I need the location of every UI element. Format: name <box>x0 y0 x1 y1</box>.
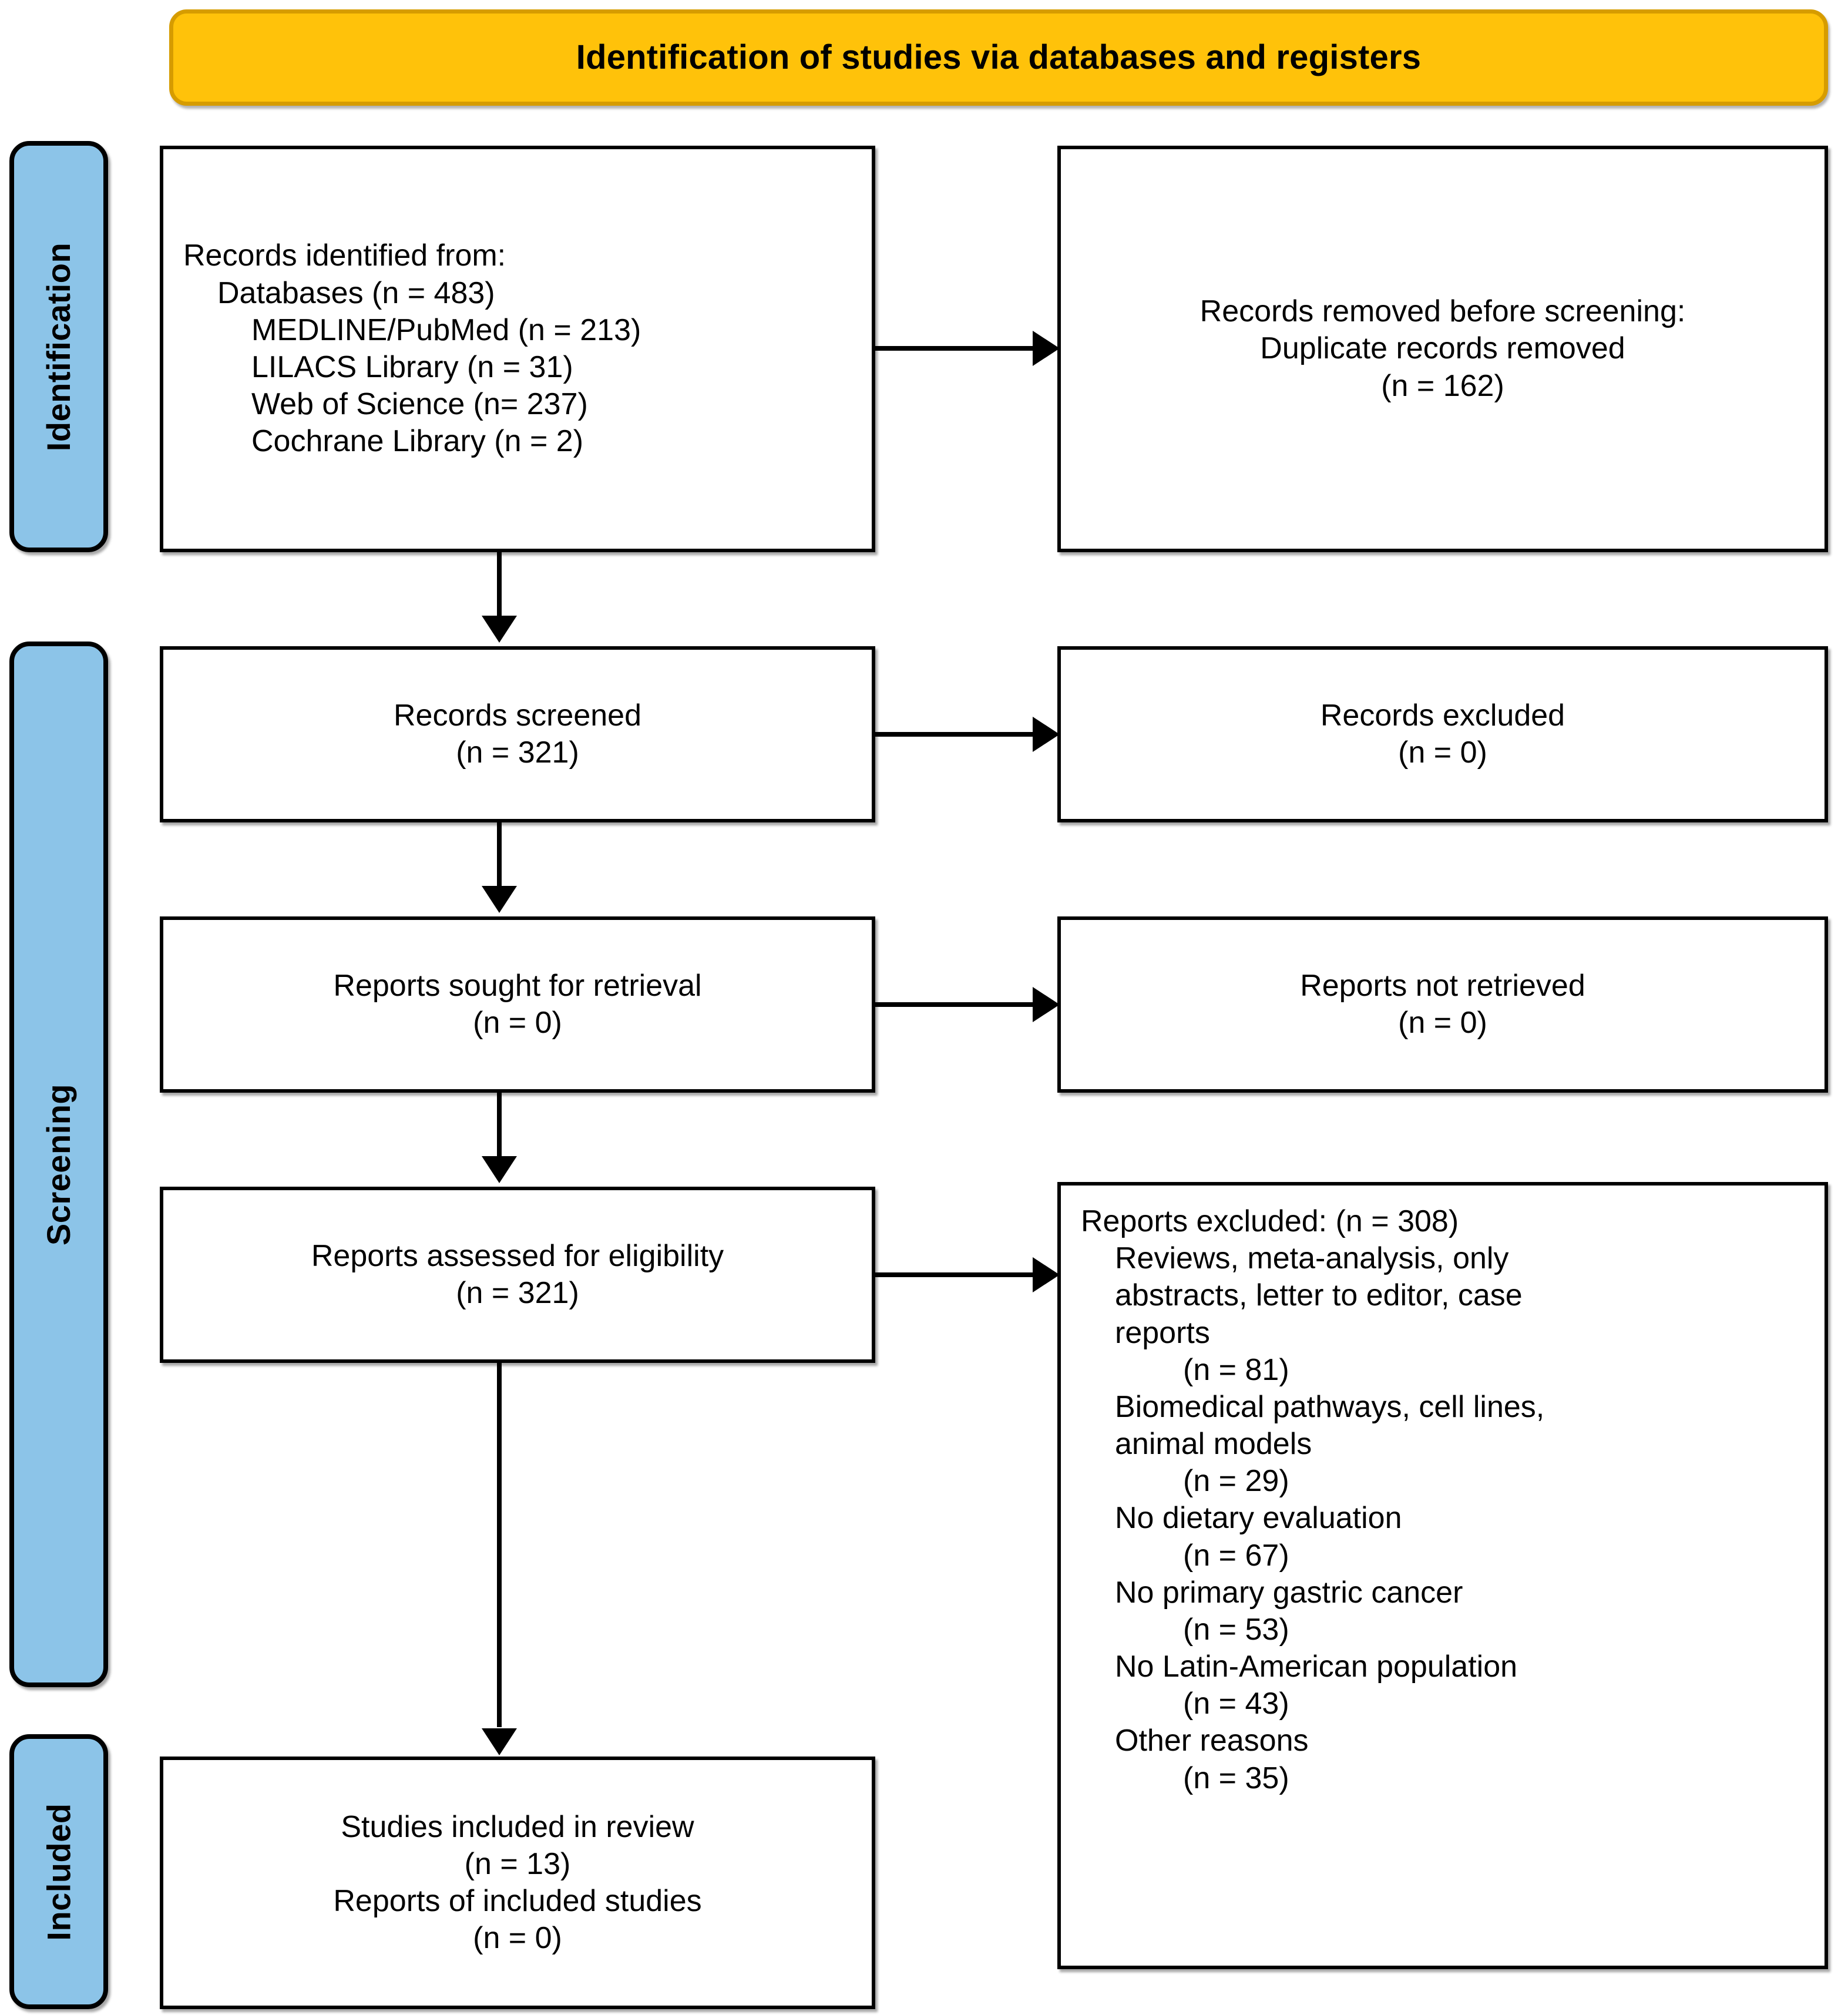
text-line: Records removed before screening: <box>1199 294 1686 329</box>
text-line: Records excluded <box>1320 698 1565 733</box>
text-line: Cochrane Library (n = 2) <box>251 424 584 459</box>
box-records-removed-content: Records removed before screening: Duplic… <box>1061 293 1825 405</box>
text-line: Studies included in review <box>341 1809 694 1844</box>
text-line: (n = 0) <box>473 1006 562 1040</box>
text-line: reports <box>1115 1315 1210 1350</box>
diagram-title: Identification of studies via databases … <box>576 38 1422 77</box>
connector-identified-to-removed <box>875 346 1034 351</box>
text-line: (n = 321) <box>456 1276 579 1310</box>
text-line: LILACS Library (n = 31) <box>251 350 573 384</box>
connector-assessed-to-included <box>497 1363 502 1727</box>
arrowhead-assessed-to-included <box>482 1728 517 1755</box>
text-line: (n = 0) <box>1398 1006 1487 1040</box>
text-line: No primary gastric cancer <box>1115 1575 1463 1610</box>
arrowhead-identified-to-screened <box>482 616 517 643</box>
text-line: Reports not retrieved <box>1300 968 1585 1003</box>
box-reports-excluded-content: Reports excluded: (n = 308) Reviews, met… <box>1061 1186 1825 1797</box>
connector-screened-to-excluded <box>875 732 1034 737</box>
text-line: Web of Science (n= 237) <box>251 387 588 422</box>
stage-label-included: Included <box>9 1734 108 2009</box>
box-reports-excluded: Reports excluded: (n = 308) Reviews, met… <box>1057 1182 1828 1969</box>
arrowhead-assessed-to-excluded <box>1033 1257 1060 1292</box>
stage-label-screening-text: Screening <box>40 1083 78 1245</box>
box-reports-sought-content: Reports sought for retrieval (n = 0) <box>163 968 872 1042</box>
connector-sought-to-assessed <box>497 1093 502 1175</box>
connector-sought-to-not-retrieved <box>875 1002 1034 1007</box>
text-line: (n = 0) <box>473 1921 562 1956</box>
connector-identified-to-screened <box>497 552 502 634</box>
box-studies-included-content: Studies included in review (n = 13) Repo… <box>163 1809 872 1957</box>
box-reports-sought: Reports sought for retrieval (n = 0) <box>160 916 875 1093</box>
text-line: Reports assessed for eligibility <box>311 1238 724 1273</box>
text-line: abstracts, letter to editor, case <box>1115 1278 1523 1313</box>
text-line: (n = 53) <box>1183 1612 1289 1647</box>
text-line: Biomedical pathways, cell lines, <box>1115 1389 1545 1424</box>
text-line: No dietary evaluation <box>1115 1501 1402 1536</box>
text-line: (n = 67) <box>1183 1538 1289 1573</box>
text-line: Reports excluded: (n = 308) <box>1081 1204 1459 1238</box>
box-reports-not-retrieved-content: Reports not retrieved (n = 0) <box>1061 968 1825 1042</box>
box-reports-assessed-content: Reports assessed for eligibility (n = 32… <box>163 1238 872 1312</box>
text-line: Reports of included studies <box>333 1884 702 1918</box>
arrowhead-sought-to-assessed <box>482 1156 517 1183</box>
stage-label-identification: Identification <box>9 141 108 552</box>
box-studies-included: Studies included in review (n = 13) Repo… <box>160 1757 875 2009</box>
connector-screened-to-sought <box>497 822 502 905</box>
text-line: Records identified from: <box>183 239 506 273</box>
stage-label-screening: Screening <box>9 642 108 1687</box>
box-records-removed: Records removed before screening: Duplic… <box>1057 146 1828 552</box>
text-line: Duplicate records removed <box>1260 331 1625 366</box>
stage-label-included-text: Included <box>40 1802 78 1941</box>
text-line: (n = 81) <box>1183 1352 1289 1387</box>
text-line: (n = 35) <box>1183 1761 1289 1795</box>
text-line: (n = 43) <box>1183 1687 1289 1721</box>
text-line: MEDLINE/PubMed (n = 213) <box>251 313 641 347</box>
box-records-identified-content: Records identified from: Databases (n = … <box>163 237 872 460</box>
text-line: (n = 0) <box>1398 736 1487 770</box>
box-records-excluded-content: Records excluded (n = 0) <box>1061 697 1825 771</box>
box-records-screened-content: Records screened (n = 321) <box>163 697 872 771</box>
text-line: (n = 321) <box>456 736 579 770</box>
text-line: (n = 29) <box>1183 1464 1289 1499</box>
connector-assessed-to-excluded <box>875 1272 1034 1277</box>
text-line: Reviews, meta-analysis, only <box>1115 1241 1509 1276</box>
stage-label-identification-text: Identification <box>40 242 78 451</box>
box-reports-assessed: Reports assessed for eligibility (n = 32… <box>160 1187 875 1363</box>
arrowhead-sought-to-not-retrieved <box>1033 987 1060 1022</box>
box-records-identified: Records identified from: Databases (n = … <box>160 146 875 552</box>
text-line: Records screened <box>394 698 641 733</box>
box-records-excluded: Records excluded (n = 0) <box>1057 646 1828 822</box>
diagram-header-banner: Identification of studies via databases … <box>169 9 1828 106</box>
text-line: Databases (n = 483) <box>217 276 495 310</box>
arrowhead-identified-to-removed <box>1033 331 1060 366</box>
text-line: animal models <box>1115 1427 1312 1462</box>
arrowhead-screened-to-excluded <box>1033 717 1060 752</box>
box-records-screened: Records screened (n = 321) <box>160 646 875 822</box>
box-reports-not-retrieved: Reports not retrieved (n = 0) <box>1057 916 1828 1093</box>
text-line: (n = 13) <box>464 1846 571 1881</box>
arrowhead-screened-to-sought <box>482 886 517 913</box>
text-line: Reports sought for retrieval <box>333 968 702 1003</box>
text-line: Other reasons <box>1115 1724 1309 1758</box>
text-line: (n = 162) <box>1381 368 1504 403</box>
text-line: No Latin-American population <box>1115 1650 1518 1684</box>
